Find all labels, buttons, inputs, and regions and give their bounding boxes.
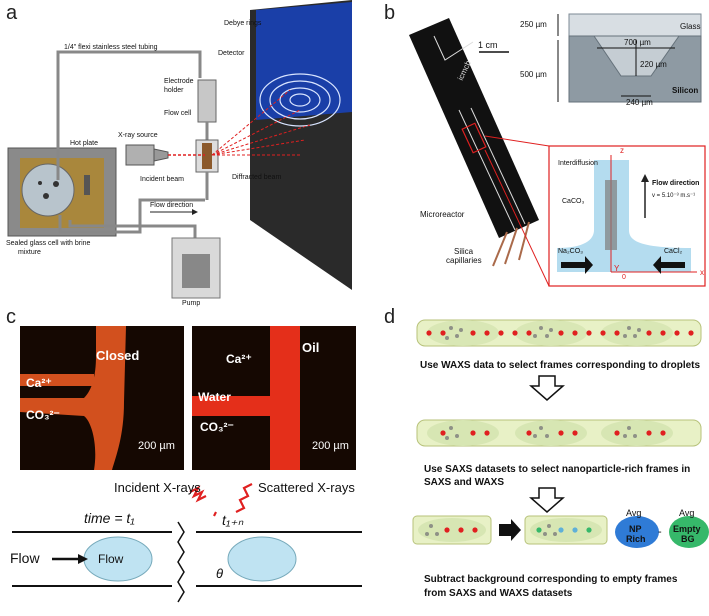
holder-label: holder <box>164 87 184 94</box>
ca-right-label: Ca²⁺ <box>226 352 252 366</box>
diffracted-label: Diffracted beam <box>232 174 282 181</box>
glass-cell <box>21 163 75 217</box>
detector-label: Detector <box>218 50 245 57</box>
right-arrow <box>499 519 521 541</box>
microreactor-diagram <box>409 13 706 287</box>
time-label: time = t₁ <box>84 510 135 526</box>
ca-left-label: Ca²⁺ <box>26 376 52 390</box>
electrode-label: Electrode <box>164 78 194 85</box>
empty-label: Empty <box>673 524 701 534</box>
d250-label: 250 µm <box>520 20 547 29</box>
xray-label: X-ray source <box>118 132 158 139</box>
x-axis-label: x <box>700 268 704 277</box>
panel-letter-a: a <box>6 2 18 24</box>
debye-rings <box>259 73 341 127</box>
panel-letter-c: c <box>6 306 16 328</box>
step2-text-a: Use SAXS datasets to select nanoparticle… <box>424 464 691 475</box>
t1n-label: t₁₊ₙ <box>222 512 244 528</box>
flowdir-b-label: Flow direction <box>652 180 700 187</box>
bg-label: BG <box>681 534 695 544</box>
flow-label: Flow <box>10 550 40 566</box>
workflow-diagram <box>412 319 709 548</box>
capillary <box>492 231 508 267</box>
co3-left-label: CO₃²⁻ <box>26 408 60 422</box>
droplet-diagram <box>12 326 362 603</box>
minus-label: - <box>658 526 662 538</box>
cacl2-label: CaCl₂ <box>664 248 683 255</box>
z-axis-label: z <box>620 146 624 155</box>
panel-letter-d: d <box>384 306 396 328</box>
y-axis-label: Y <box>614 264 620 273</box>
tubing-label: 1/4" flexi stainless steel tubing <box>64 44 158 51</box>
theta-label: θ <box>216 566 224 581</box>
na2co3-label: Na₂CO₃ <box>558 248 584 255</box>
debye-label: Debye rings <box>224 20 262 27</box>
velocity-label: v = 5.10⁻³ m.s⁻¹ <box>652 193 696 199</box>
d500-label: 500 µm <box>520 70 547 79</box>
scale-right-label: 200 µm <box>312 440 349 452</box>
co3-right-label: CO₃²⁻ <box>200 420 234 434</box>
xray-source <box>125 144 155 166</box>
steel-tubing <box>56 50 202 180</box>
sealed-label-2: mixture <box>18 249 41 256</box>
avg-label-2: Avg <box>679 508 695 518</box>
step3-text-b: from SAXS and WAXS datasets <box>424 588 573 599</box>
droplet-right <box>227 536 297 582</box>
closed-label: Closed <box>96 348 140 363</box>
step2-text-b: SAXS and WAXS <box>424 477 505 488</box>
setup-diagram <box>7 0 352 299</box>
chip <box>409 18 539 238</box>
avg-label-1: Avg <box>626 508 642 518</box>
pump-label: Pump <box>182 300 201 307</box>
empty-bg-blob <box>669 516 709 548</box>
oil-label: Oil <box>302 340 320 355</box>
interdiffusion-label: Interdiffusion <box>558 160 598 167</box>
np-rich-blob <box>615 516 659 548</box>
silica-label-2: capillaries <box>446 256 482 265</box>
incident-label: Incident beam <box>140 176 184 183</box>
down-arrow-2 <box>529 487 565 513</box>
glass-label: Glass <box>680 22 701 31</box>
rich-label: Rich <box>626 534 646 544</box>
d240-label: 240 µm <box>626 98 653 107</box>
silica-label-1: Silica <box>454 247 474 256</box>
sealed-label-1: Sealed glass cell with brine <box>6 240 91 247</box>
d700-label: 700 µm <box>624 38 651 47</box>
scattered-xrays-label: Scattered X-rays <box>258 480 355 495</box>
caco3-label: CaCO₃ <box>562 198 585 205</box>
water-label: Water <box>198 390 231 404</box>
np-label: NP <box>629 524 642 534</box>
incident-xrays-label: Incident X-rays <box>114 480 201 495</box>
scale-left-label: 200 µm <box>138 440 175 452</box>
panel-letter-b: b <box>384 2 396 24</box>
step3-text-a: Subtract background corresponding to emp… <box>424 574 678 585</box>
flowcell-label: Flow cell <box>164 110 192 117</box>
d220-label: 220 µm <box>640 60 667 69</box>
silicon-label: Silicon <box>672 86 699 95</box>
electrode-holder <box>197 79 217 123</box>
flow-droplet-label: Flow <box>98 552 124 566</box>
microreactor-label: Microreactor <box>420 210 465 219</box>
scale-label: 1 cm <box>478 40 498 50</box>
hotplate-label: Hot plate <box>70 140 99 147</box>
origin-label: 0 <box>622 274 626 281</box>
step1-text: Use WAXS data to select frames correspon… <box>420 360 701 371</box>
microchannel <box>557 160 691 272</box>
flowdir-label: Flow direction <box>150 202 194 209</box>
down-arrow-1 <box>529 375 565 401</box>
